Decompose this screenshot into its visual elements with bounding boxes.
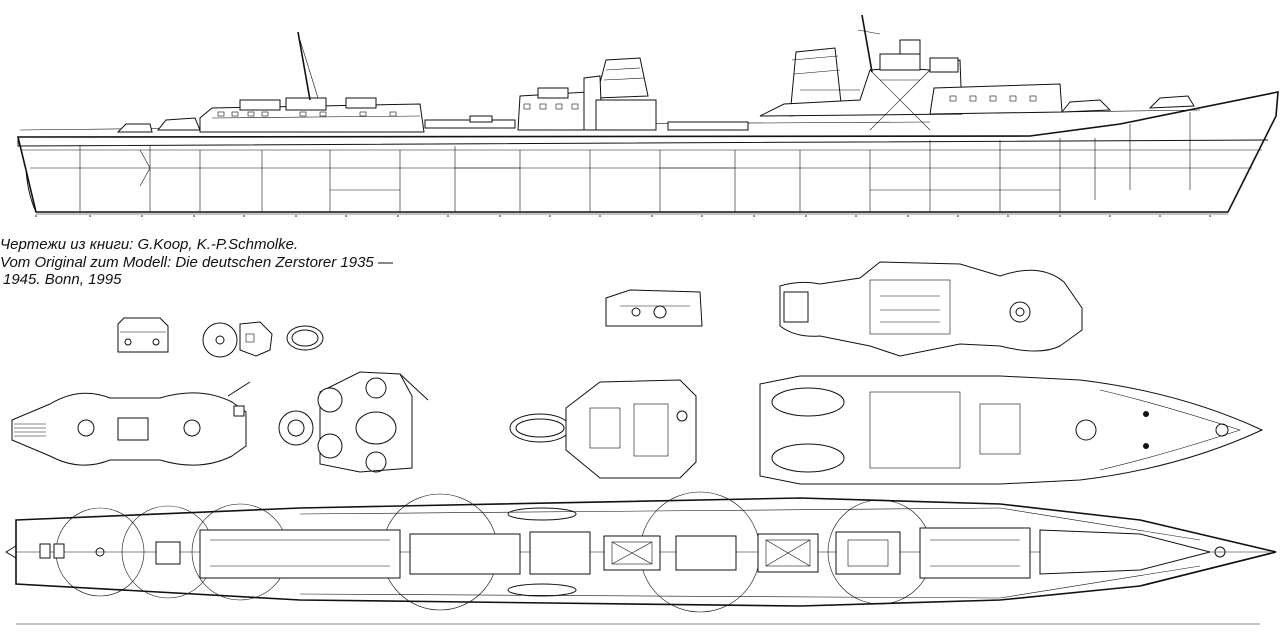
detail-aa-block bbox=[278, 371, 429, 473]
caption-line-2: Vom Original zum Modell: Die deutschen Z… bbox=[0, 253, 393, 271]
detail-boat-deck bbox=[509, 379, 697, 479]
detail-searchlight-platform bbox=[202, 321, 273, 358]
detail-aft-gun-platform bbox=[11, 381, 251, 466]
plan-view bbox=[5, 491, 1277, 625]
detail-foredeck-plan bbox=[759, 375, 1264, 485]
caption-line-3: 1945. Bonn, 1995 bbox=[3, 271, 122, 288]
side-profile-view bbox=[16, 14, 1279, 217]
caption-line-1: Чертежи из книги: G.Koop, K.-P.Schmolke. bbox=[0, 236, 299, 253]
detail-turret-small bbox=[117, 317, 169, 353]
detail-life-ring bbox=[286, 325, 324, 351]
detail-bridge-deck-plan bbox=[779, 261, 1083, 357]
source-caption: Чертежи из книги: G.Koop, K.-P.Schmolke.… bbox=[0, 236, 393, 289]
detail-deckhouse-top bbox=[605, 289, 703, 327]
